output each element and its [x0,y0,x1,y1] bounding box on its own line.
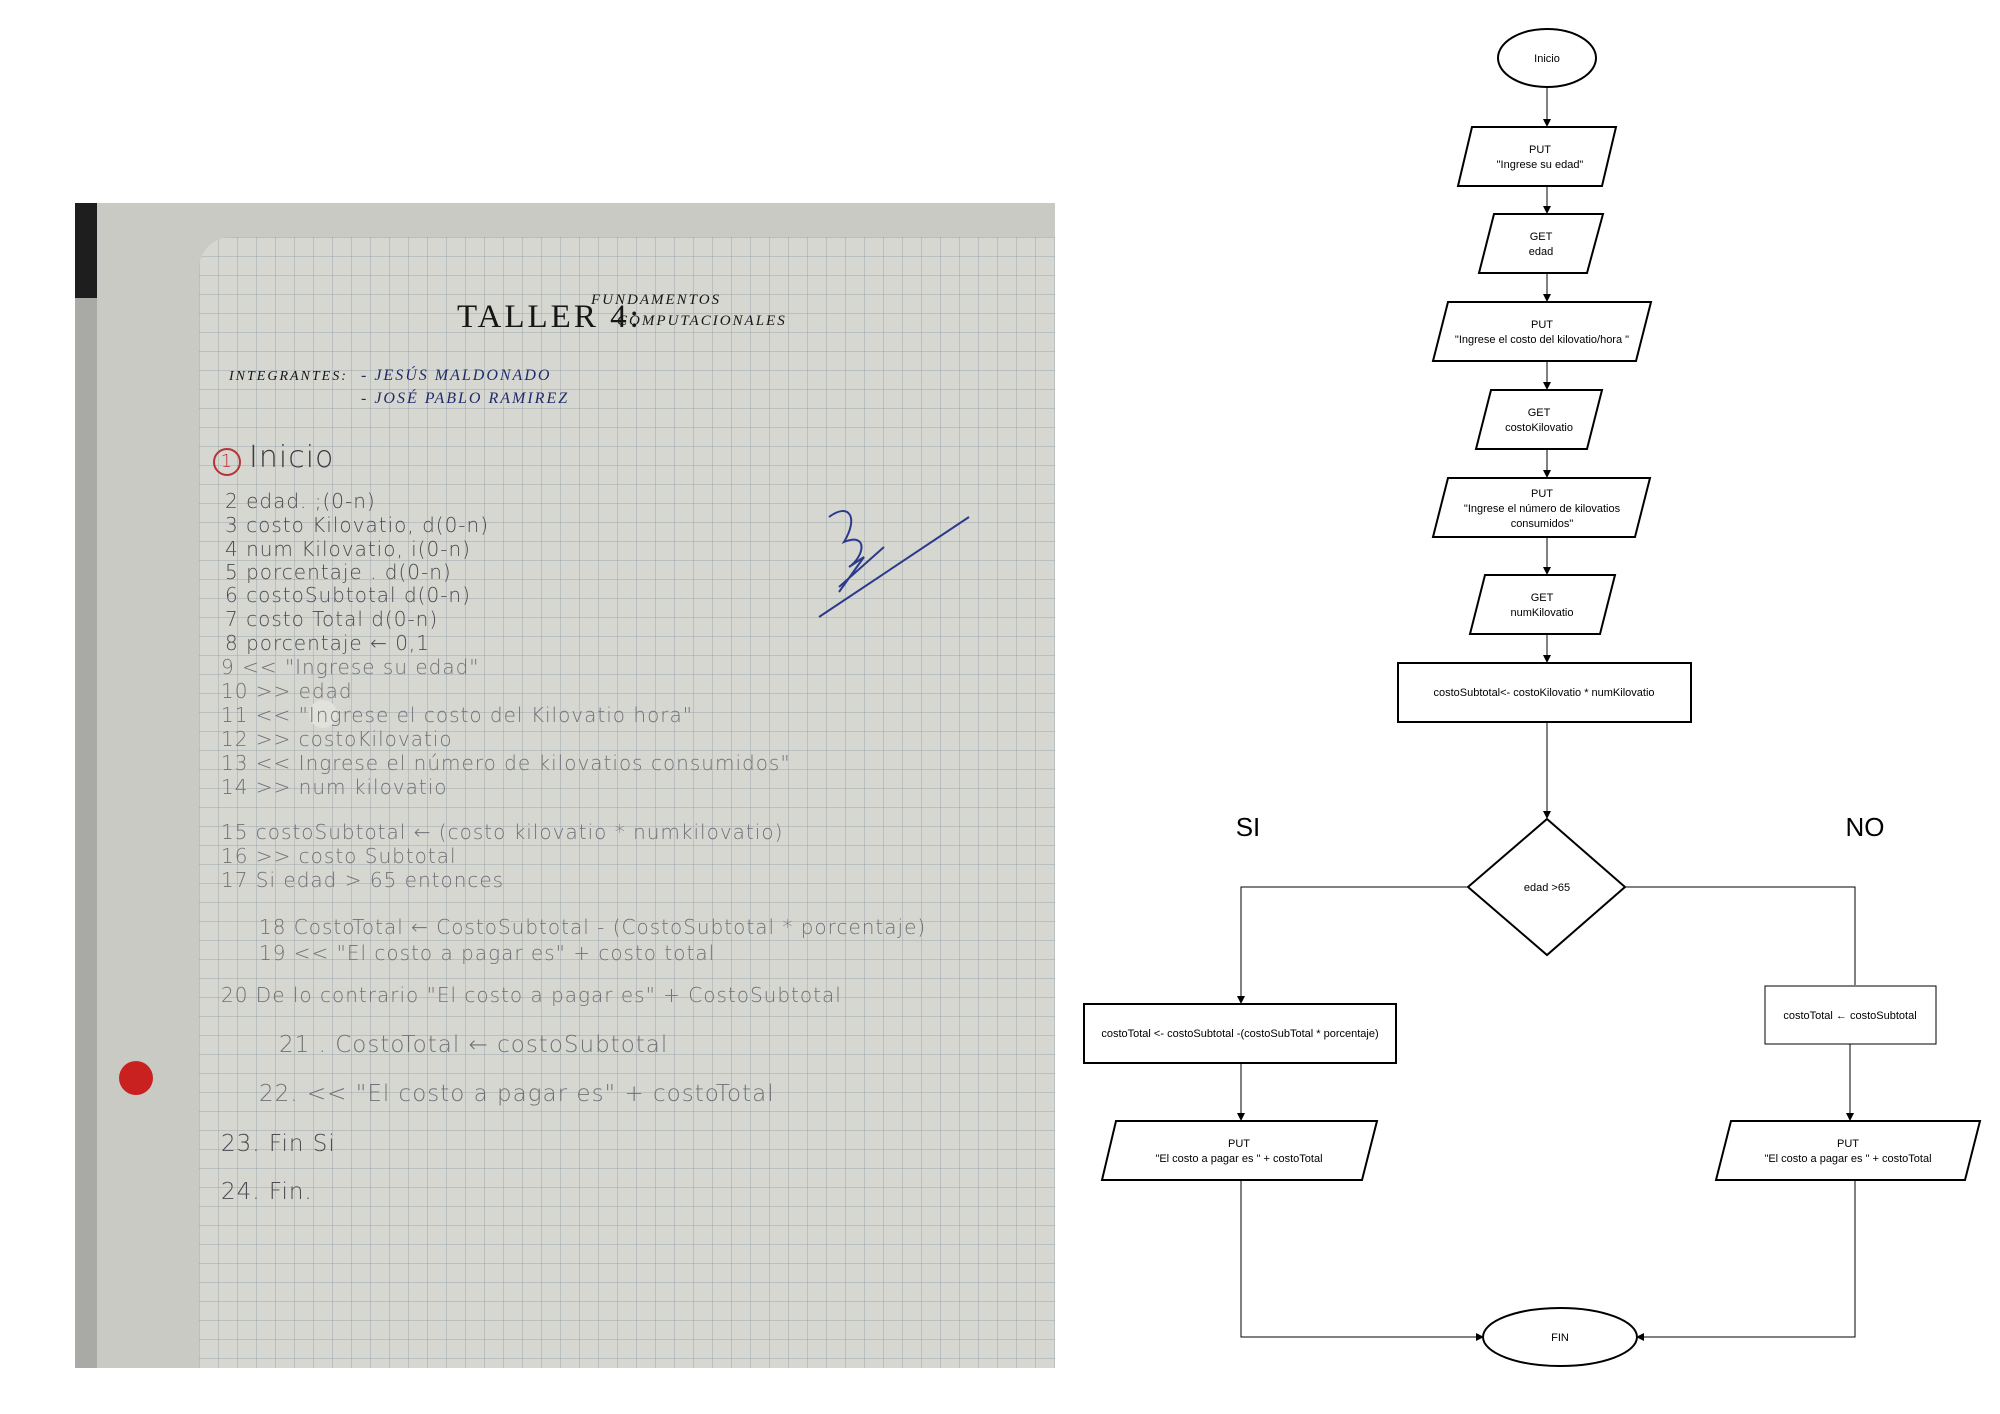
get2-text: costoKilovatio [1505,422,1573,434]
process-descuento: costoTotal <- costoSubtotal -(costoSubTo… [1083,1003,1397,1064]
step-24: 24. Fin. [221,1179,313,1205]
step-18: 18 CostoTotal ← CostoSubtotal - (CostoSu… [259,915,927,939]
arrow-no-to-end [1636,1180,1856,1341]
notebook-binding [75,203,97,298]
put-costo-yes: PUT "El costo a pagar es " + costoTotal [1100,1120,1379,1181]
step-8: 8 porcentaje ← 0,1 [225,631,431,655]
decision-text: edad >65 [1524,882,1570,894]
member-2: - JOSÉ PABLO RAMIREZ [361,390,570,407]
end-terminal: FIN [1482,1307,1638,1367]
arrow-yes-to-end [1240,1180,1484,1341]
punch-hole-red [119,1061,153,1095]
put3-keyword: PUT [1531,488,1553,500]
put1-keyword: PUT [1529,144,1551,156]
arrow-decision-yes [1237,886,1468,1004]
put-no-text: "El costo a pagar es " + costoTotal [1764,1153,1931,1165]
get-num-kilovatio: GET numKilovatio [1468,574,1617,635]
put-yes-text: "El costo a pagar es " + costoTotal [1155,1153,1322,1165]
grid-paper-sheet: TALLER 4: FUNDAMENTOS COMPUTACIONALES IN… [199,237,1055,1368]
notebook-subtitle-line1: FUNDAMENTOS [591,292,722,308]
get2-keyword: GET [1528,407,1551,419]
put3-text-line2: consumidos" [1511,518,1574,530]
put-ingrese-numero: PUT "Ingrese el número de kilovatios con… [1431,477,1652,538]
step-20: 20 De lo contrario "El costo a pagar es"… [221,983,842,1007]
end-label: FIN [1551,1332,1569,1344]
step-2: 2 edad. ;(0-n) [225,489,376,513]
step-12: 12 >> costoKilovatio [221,727,453,751]
put2-text: "Ingrese el costo del kilovatio/hora " [1455,334,1629,346]
step-23: 23. Fin Si [221,1131,336,1157]
get-costo-kilovatio: GET costoKilovatio [1474,389,1604,450]
put-costo-no: PUT "El costo a pagar es " + costoTotal [1714,1120,1982,1181]
step-14: 14 >> num kilovatio [221,775,448,799]
step-11: 11 << "Ingrese el costo del Kilovatio ho… [221,703,693,727]
get1-keyword: GET [1530,231,1553,243]
put-ingrese-edad: PUT "Ingrese su edad" [1456,126,1618,187]
step-10: 10 >> edad [221,679,353,703]
signature-scribble [818,510,970,618]
yes-branch-label: SI [1236,812,1261,842]
step-7: 7 costo Total d(0-n) [225,607,439,631]
step-3: 3 costo Kilovatio, d(0-n) [225,513,489,537]
notebook-subtitle-line2: COMPUTACIONALES [617,313,787,329]
step-15: 15 costoSubtotal ← (costo kilovatio * nu… [221,820,784,844]
start-label: Inicio [1534,53,1560,65]
step-9: 9 << "Ingrese su edad" [221,655,480,679]
put-yes-keyword: PUT [1228,1138,1250,1150]
get1-text: edad [1529,246,1553,258]
process-sin-descuento: costoTotal ← costoSubtotal [1764,985,1937,1045]
arrow-decision-no [1625,886,1856,985]
step-22: 22. << "El costo a pagar es" + costoTota… [259,1081,775,1107]
put2-keyword: PUT [1531,319,1553,331]
put1-text: "Ingrese su edad" [1497,159,1584,171]
step-1-text: Inicio [249,440,335,475]
step-16: 16 >> costo Subtotal [221,844,457,868]
process-subtotal-text: costoSubtotal<- costoKilovatio * numKilo… [1433,687,1654,699]
step-17: 17 Si edad > 65 entonces [221,868,505,892]
members-label: INTEGRANTES: [229,369,348,384]
process-costo-subtotal: costoSubtotal<- costoKilovatio * numKilo… [1397,662,1692,723]
start-terminal: Inicio [1497,28,1597,88]
get-edad: GET edad [1477,213,1605,274]
flowchart-connectors [1237,88,1856,1341]
process-no-text: costoTotal ← costoSubtotal [1783,1010,1916,1022]
step-21: 21 . CostoTotal ← costoSubtotal [279,1032,669,1058]
process-yes-text: costoTotal <- costoSubtotal -(costoSubTo… [1101,1028,1378,1040]
step-1: 1 Inicio [213,440,334,476]
step-5: 5 porcentaje . d(0-n) [225,560,452,584]
step-19: 19 << "El costo a pagar es" + costo tota… [259,941,716,965]
put-ingrese-costo: PUT "Ingrese el costo del kilovatio/hora… [1431,301,1653,362]
step-6: 6 costoSubtotal d(0-n) [225,583,471,607]
get3-text: numKilovatio [1511,607,1574,619]
put-no-keyword: PUT [1837,1138,1859,1150]
flowchart: Inicio PUT "Ingrese su edad" GET edad PU… [1083,28,1982,1367]
step-4: 4 num Kilovatio, i(0-n) [225,537,471,561]
no-branch-label: NO [1846,812,1885,842]
get3-keyword: GET [1531,592,1554,604]
member-1: - JESÚS MALDONADO [361,367,552,384]
step-number-circle: 1 [213,448,241,476]
step-13: 13 << Ingrese el número de kilovatios co… [221,751,791,775]
notebook-photo: TALLER 4: FUNDAMENTOS COMPUTACIONALES IN… [75,203,1055,1368]
decision-edad-65: edad >65 [1466,817,1627,957]
notebook-edge [75,298,97,1368]
notebook-title: TALLER 4: [457,299,642,335]
punch-hole [309,700,337,728]
put3-text-line1: "Ingrese el número de kilovatios [1464,503,1621,515]
